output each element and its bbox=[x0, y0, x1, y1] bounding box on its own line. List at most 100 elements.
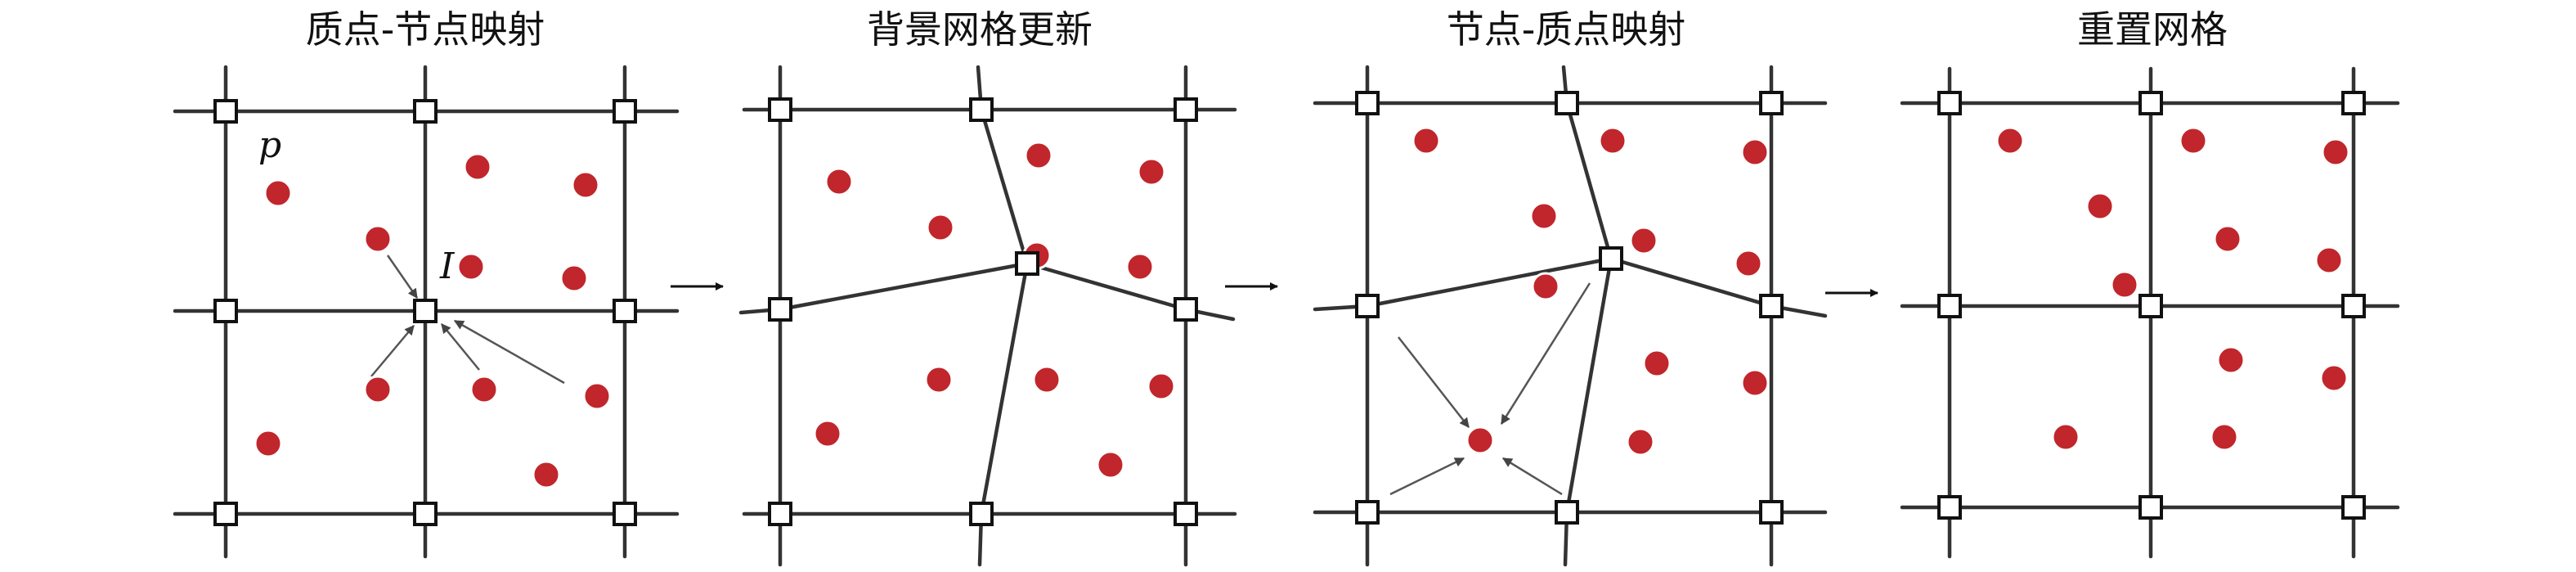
square-node-icon bbox=[1937, 91, 1962, 115]
mapping-arrow-icon bbox=[1500, 282, 1591, 426]
square-node-icon bbox=[1355, 294, 1380, 318]
circle-particle-icon bbox=[456, 252, 486, 281]
square-node-icon bbox=[1759, 91, 1784, 115]
mapping-arrow-icon bbox=[370, 325, 415, 377]
square-node-icon bbox=[2341, 294, 2366, 318]
mapping-arrows bbox=[1389, 282, 1591, 496]
circle-particle-icon bbox=[1529, 201, 1559, 231]
particles bbox=[1995, 126, 2350, 452]
square-node-icon bbox=[2138, 495, 2163, 520]
square-node-icon bbox=[768, 97, 792, 122]
square-node-icon bbox=[213, 299, 238, 323]
square-node-icon bbox=[1174, 502, 1198, 526]
mapping-arrow-icon bbox=[1389, 457, 1465, 496]
circle-particle-icon bbox=[813, 419, 842, 448]
square-node-icon bbox=[1937, 294, 1962, 318]
square-node-icon bbox=[613, 99, 637, 124]
circle-particle-icon bbox=[1531, 272, 1560, 301]
square-node-icon bbox=[613, 502, 637, 526]
circle-particle-icon bbox=[1465, 426, 1495, 455]
circle-particle-icon bbox=[2110, 270, 2139, 300]
circle-particle-icon bbox=[532, 460, 561, 489]
particle-label: p bbox=[258, 124, 281, 166]
panel-g2p: 节点-质点映射 bbox=[1313, 7, 1828, 567]
mapping-arrow-icon bbox=[386, 254, 419, 299]
square-node-icon bbox=[1759, 500, 1784, 525]
square-node-icon bbox=[969, 97, 994, 122]
square-node-icon bbox=[1355, 500, 1380, 525]
square-node-icon bbox=[1599, 246, 1623, 271]
panel-grid-update: 背景网格更新 bbox=[738, 7, 1237, 567]
circle-particle-icon bbox=[1125, 252, 1155, 281]
circle-particle-icon bbox=[2085, 191, 2115, 221]
circle-particle-icon bbox=[2213, 224, 2242, 254]
circle-particle-icon bbox=[2314, 245, 2344, 275]
circle-particle-icon bbox=[363, 224, 393, 254]
grid-line bbox=[979, 107, 1030, 266]
circle-particle-icon bbox=[824, 167, 854, 196]
square-node-icon bbox=[2138, 91, 2163, 115]
grid-line bbox=[1365, 256, 1613, 309]
circle-particle-icon bbox=[2051, 422, 2080, 452]
square-node-icon bbox=[1355, 91, 1380, 115]
square-node-icon bbox=[1759, 294, 1784, 318]
grid-lines bbox=[738, 65, 1237, 567]
square-node-icon bbox=[413, 99, 438, 124]
square-node-icon bbox=[1174, 97, 1198, 122]
square-node-icon bbox=[1937, 495, 1962, 520]
panel-title: 重置网格 bbox=[2077, 7, 2228, 52]
square-node-icon bbox=[2341, 495, 2366, 520]
square-node-icon bbox=[613, 299, 637, 323]
circle-particle-icon bbox=[2321, 137, 2350, 167]
circle-particle-icon bbox=[1734, 249, 1763, 278]
mapping-arrow-icon bbox=[453, 319, 565, 385]
grid-line bbox=[778, 261, 1030, 312]
circle-particle-icon bbox=[1024, 141, 1053, 170]
circle-particle-icon bbox=[926, 213, 955, 242]
grid-nodes bbox=[1937, 91, 2366, 520]
panel-grid-reset: 重置网格 bbox=[1900, 7, 2400, 559]
square-node-icon bbox=[2341, 91, 2366, 115]
panel-title: 节点-质点映射 bbox=[1447, 7, 1686, 52]
mapping-arrow-icon bbox=[1501, 457, 1563, 496]
square-node-icon bbox=[413, 299, 438, 323]
square-node-icon bbox=[1555, 500, 1579, 525]
circle-particle-icon bbox=[263, 178, 293, 208]
panel-title: 背景网格更新 bbox=[867, 7, 1093, 52]
circle-particle-icon bbox=[1137, 157, 1166, 187]
square-node-icon bbox=[413, 502, 438, 526]
circle-particle-icon bbox=[1598, 126, 1627, 155]
mapping-arrows bbox=[370, 254, 565, 385]
circle-particle-icon bbox=[254, 429, 283, 458]
circle-particle-icon bbox=[2216, 345, 2246, 375]
panel-p2g: 质点-节点映射 p I bbox=[173, 7, 680, 559]
grid-nodes bbox=[1355, 91, 1784, 525]
circle-particle-icon bbox=[1642, 349, 1672, 378]
circle-particle-icon bbox=[1740, 137, 1770, 167]
circle-particle-icon bbox=[2179, 126, 2208, 155]
step-arrows bbox=[671, 282, 1878, 297]
circle-particle-icon bbox=[1032, 365, 1061, 394]
mapping-arrow-icon bbox=[1398, 336, 1470, 428]
circle-particle-icon bbox=[469, 375, 499, 404]
panel-title: 质点-节点映射 bbox=[306, 7, 545, 52]
circle-particle-icon bbox=[1740, 368, 1770, 398]
circle-particle-icon bbox=[1096, 450, 1125, 480]
circle-particle-icon bbox=[1411, 126, 1441, 155]
circle-particle-icon bbox=[2210, 422, 2239, 452]
circle-particle-icon bbox=[2319, 363, 2349, 393]
square-node-icon bbox=[213, 502, 238, 526]
square-node-icon bbox=[768, 297, 792, 322]
square-node-icon bbox=[768, 502, 792, 526]
circle-particle-icon bbox=[1629, 226, 1658, 255]
grid-nodes bbox=[768, 97, 1198, 526]
mapping-arrow-icon bbox=[441, 323, 480, 371]
circle-particle-icon bbox=[363, 375, 393, 404]
node-label: I bbox=[439, 245, 456, 287]
circle-particle-icon bbox=[582, 381, 612, 411]
particles bbox=[813, 141, 1176, 480]
circle-particle-icon bbox=[571, 170, 600, 200]
circle-particle-icon bbox=[1147, 372, 1176, 401]
grid-line bbox=[1564, 256, 1613, 515]
